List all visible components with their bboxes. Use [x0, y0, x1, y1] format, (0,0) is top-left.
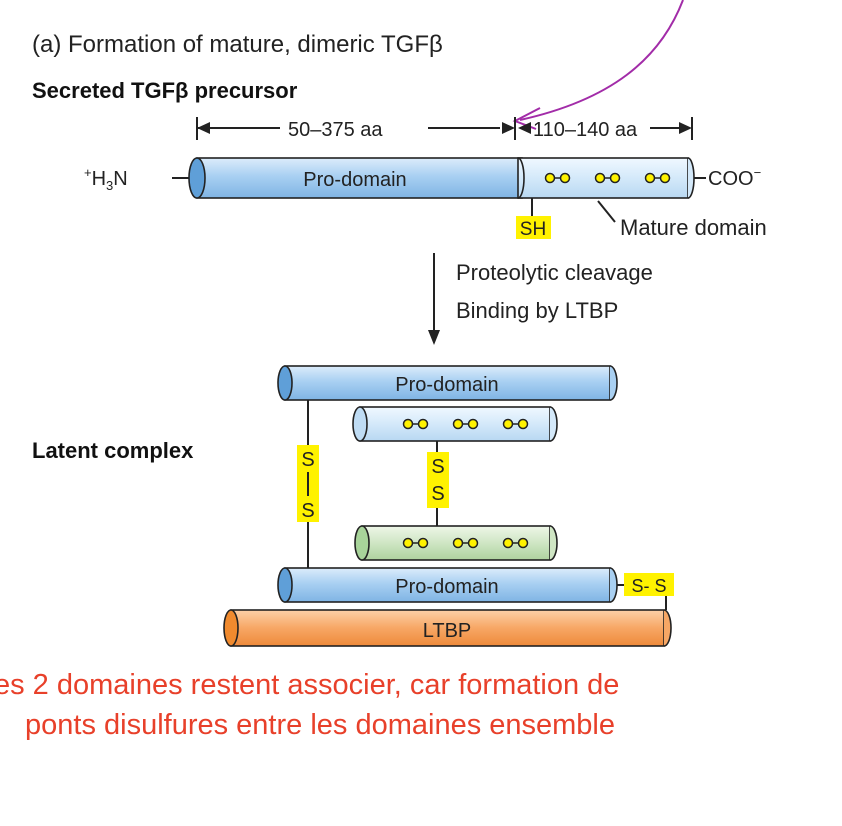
top-pro-domain: Pro-domain [277, 365, 618, 401]
precursor-pro-domain-label: Pro-domain [303, 169, 406, 191]
dim-left-label: 50–375 aa [288, 119, 383, 141]
step-proteolytic-cleavage: Proteolytic cleavage [456, 260, 653, 285]
precursor-n-cap [188, 157, 206, 199]
note-line-1: es 2 domaines restent associer, car form… [0, 669, 619, 701]
top-mature-domain [352, 406, 558, 442]
bottom-mature-domain [354, 525, 558, 561]
dim-right-label: 110–140 aa [533, 119, 638, 141]
bottom-pro-domain-label: Pro-domain [395, 576, 498, 598]
precursor-molecule: +H3N Pro-domain COO− SH Mature domain [84, 157, 767, 240]
ltbp-molecule: LTBP [223, 609, 672, 647]
svg-text:S: S [431, 483, 444, 505]
note-line-2: ponts disulfures entre les domaines ense… [25, 709, 615, 741]
sh-label: SH [520, 219, 546, 240]
processing-arrow [428, 253, 440, 345]
ltbp-ss-highlight [624, 573, 674, 596]
c-terminus-label: COO− [708, 165, 761, 190]
middle-disulfide-bridge: S S [427, 452, 449, 508]
svg-text:S: S [301, 500, 314, 522]
sh-highlight [516, 216, 551, 239]
ltbp-label: LTBP [423, 620, 472, 642]
precursor-heading: Secreted TGFβ precursor [32, 78, 298, 103]
step-binding-ltbp: Binding by LTBP [456, 298, 618, 323]
top-pro-domain-label: Pro-domain [395, 374, 498, 396]
handwritten-pen-stroke [519, 0, 684, 121]
length-dimension: 50–375 aa 110–140 aa [196, 117, 693, 141]
svg-text:S: S [301, 449, 314, 471]
disulfide-motifs [544, 172, 671, 184]
mature-domain-label: Mature domain [620, 215, 767, 240]
svg-text:S: S [431, 456, 444, 478]
left-disulfide-bridge: S S [297, 445, 319, 522]
panel-title: (a) Formation of mature, dimeric TGFβ [32, 31, 443, 58]
bottom-pro-domain: Pro-domain S- S [277, 567, 674, 610]
n-terminus-label: +H3N [84, 165, 128, 193]
latent-complex-label: Latent complex [32, 438, 194, 463]
ltbp-ss-label: S- S [631, 576, 666, 596]
